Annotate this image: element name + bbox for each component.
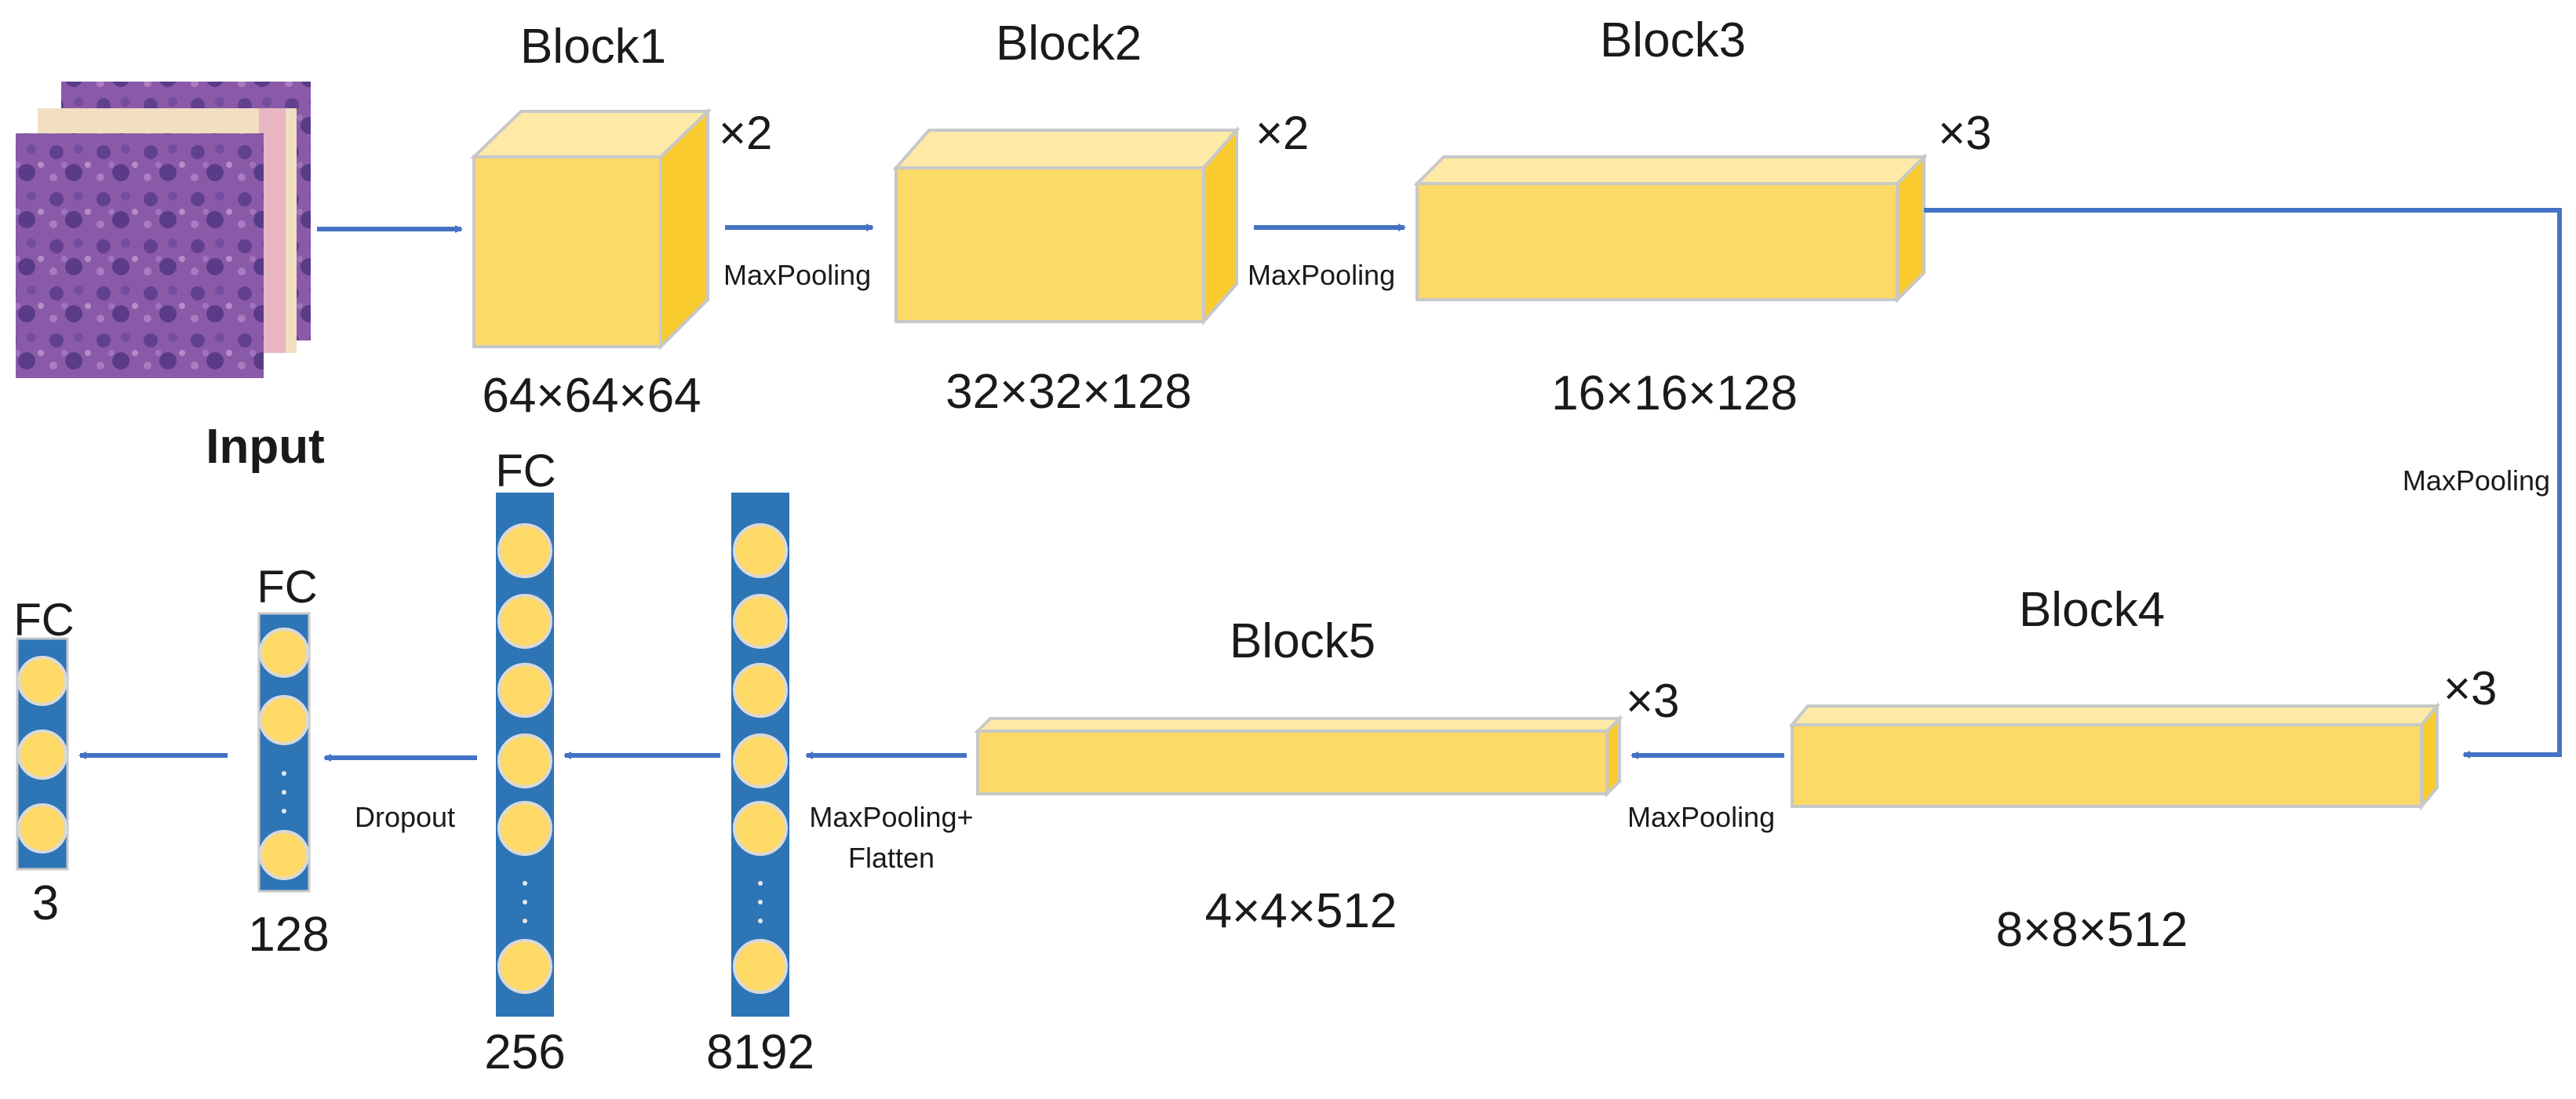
fc128-title: FC xyxy=(257,562,317,613)
block3-title: Block3 xyxy=(1600,13,1746,67)
block2-cube xyxy=(892,126,1241,326)
neuron xyxy=(497,523,552,578)
ellipsis-dot xyxy=(282,771,286,776)
ellipsis-dot xyxy=(758,900,763,904)
block5-repeat: ×3 xyxy=(1626,675,1679,727)
flatten-layer-count: 8192 xyxy=(706,1025,814,1079)
block3-repeat: ×3 xyxy=(1938,107,1991,159)
fc3-title: FC xyxy=(13,595,74,646)
ellipsis-dot xyxy=(523,900,527,904)
neuron xyxy=(259,830,309,880)
block4-side-face xyxy=(2420,701,2439,811)
neuron xyxy=(733,523,788,578)
input-image-stack xyxy=(16,82,311,378)
block3-cube xyxy=(1413,153,1928,304)
neuron xyxy=(259,628,309,678)
neuron xyxy=(17,656,67,706)
fc3-layer xyxy=(16,637,69,871)
fc256-layer xyxy=(496,493,554,1017)
block3-front-face xyxy=(1416,182,1899,301)
block1-dims: 64×64×64 xyxy=(482,369,701,423)
block4-top-face xyxy=(1788,704,2441,726)
block1-title: Block1 xyxy=(520,20,666,74)
neuron xyxy=(17,803,67,853)
maxpooling-flatten-label-line1: MaxPooling+ xyxy=(809,801,973,833)
block5-front-face xyxy=(976,730,1609,795)
neuron xyxy=(733,733,788,788)
block1-repeat: ×2 xyxy=(719,107,772,159)
block3-top-face xyxy=(1413,155,1928,185)
connector-block3-to-block4 xyxy=(1924,208,2562,759)
fc256-count: 256 xyxy=(484,1025,565,1079)
neuron xyxy=(733,939,788,994)
block2-dims: 32×32×128 xyxy=(946,365,1192,419)
block2-front-face xyxy=(894,166,1205,323)
neuron xyxy=(497,801,552,856)
block1-front-face xyxy=(472,155,662,348)
block4-cube xyxy=(1788,701,2441,811)
block4-front-face xyxy=(1791,723,2423,808)
input-image-front xyxy=(16,133,264,378)
block5-dims: 4×4×512 xyxy=(1205,884,1397,938)
block5-title: Block5 xyxy=(1230,614,1375,668)
fc3-count: 3 xyxy=(32,876,59,930)
block1-cube xyxy=(470,107,712,351)
fc256-title: FC xyxy=(495,446,556,497)
ellipsis-dot xyxy=(758,919,763,923)
block2-title: Block2 xyxy=(996,16,1142,71)
maxpooling-label-4: MaxPooling xyxy=(1627,801,1775,833)
neuron xyxy=(259,695,309,745)
maxpooling-label-2: MaxPooling xyxy=(1248,259,1395,291)
ellipsis-dot xyxy=(523,881,527,886)
neuron xyxy=(497,733,552,788)
block5-top-face xyxy=(974,717,1623,733)
fc128-layer xyxy=(257,612,311,893)
ellipsis-dot xyxy=(523,919,527,923)
flatten-layer xyxy=(731,493,789,1017)
block5-cube xyxy=(974,715,1623,798)
ellipsis-dot xyxy=(758,881,763,886)
maxpooling-label-3: MaxPooling xyxy=(2403,464,2550,497)
neuron xyxy=(733,801,788,856)
block4-title: Block4 xyxy=(2019,583,2165,637)
input-label: Input xyxy=(206,420,325,474)
neuron xyxy=(497,939,552,994)
block3-side-face xyxy=(1896,153,1926,304)
fc128-count: 128 xyxy=(248,908,329,962)
neuron xyxy=(497,663,552,718)
block2-top-face xyxy=(892,129,1241,169)
block2-repeat: ×2 xyxy=(1255,107,1309,159)
neuron xyxy=(17,730,67,780)
neuron xyxy=(733,594,788,649)
maxpooling-label-1: MaxPooling xyxy=(723,259,871,291)
block5-side-face xyxy=(1605,715,1621,798)
neuron xyxy=(733,663,788,718)
dropout-label: Dropout xyxy=(355,801,455,833)
block4-dims: 8×8×512 xyxy=(1996,903,2188,957)
block3-dims: 16×16×128 xyxy=(1551,366,1798,420)
ellipsis-dot xyxy=(282,790,286,795)
block4-repeat: ×3 xyxy=(2443,662,2497,715)
neuron xyxy=(497,594,552,649)
maxpooling-flatten-label-line2: Flatten xyxy=(848,842,935,874)
ellipsis-dot xyxy=(282,809,286,813)
